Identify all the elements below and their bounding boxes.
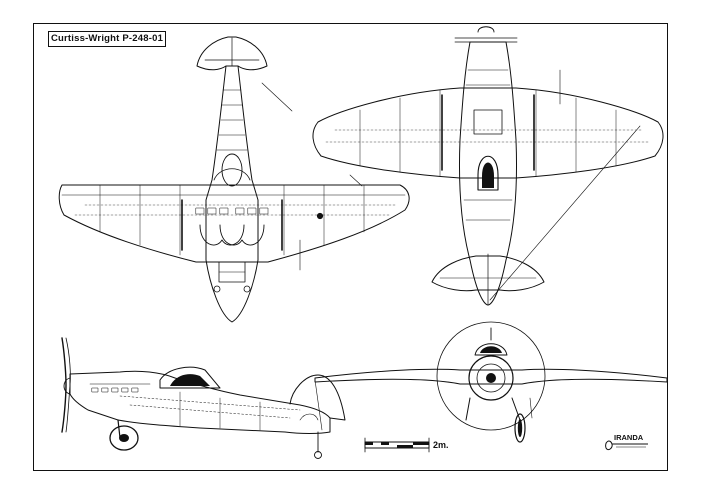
front-view [314, 321, 668, 443]
bottom-view [312, 26, 664, 306]
side-view-fuselage [69, 370, 331, 434]
front-view-wing [314, 368, 668, 385]
side-view [61, 337, 346, 459]
scale-bar [364, 437, 430, 453]
scale-bar-label: 2m. [433, 440, 449, 450]
artist-signature: IRANDA [605, 433, 648, 451]
bottom-view-tailplane [431, 255, 545, 292]
drawing-frame [33, 23, 668, 471]
svg-text:IRANDA: IRANDA [614, 433, 644, 442]
drawing-title: Curtiss-Wright P-248-01 [48, 31, 166, 47]
side-view-propeller [61, 337, 67, 433]
bottom-view-wing [312, 87, 664, 179]
side-view-fin [289, 374, 346, 421]
top-view-fuselage [205, 65, 259, 323]
top-view-wing [58, 184, 410, 263]
front-view-propeller-disc [436, 321, 546, 431]
side-view-canopy [159, 366, 221, 389]
top-view [58, 36, 410, 323]
side-view-main-wheel [109, 425, 139, 451]
